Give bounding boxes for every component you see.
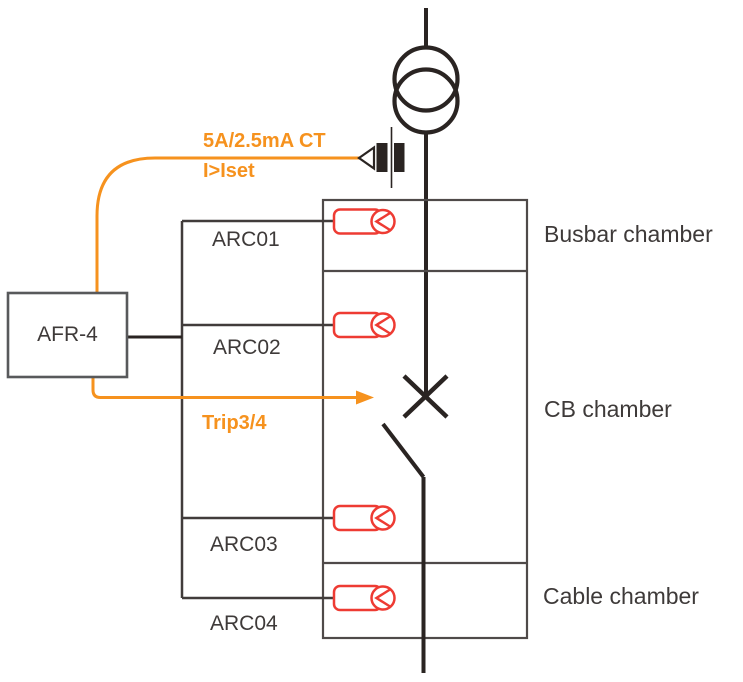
ct-measuring-wire [95,156,360,293]
arc-sensor-icon-1 [332,208,396,235]
sensor-label-arc04: ARC04 [210,612,278,635]
arc-sensor-icon-3 [332,504,396,532]
sensor-label-arc02: ARC02 [213,336,281,359]
ct-ratio-label: 5A/2.5mA CT [203,130,326,152]
trip-command-wire [91,377,374,405]
trip-label: Trip3/4 [202,412,267,434]
sensor-label-arc01: ARC01 [212,228,280,251]
ct-coupler-icon [357,127,405,188]
arc-sensor-icon-4 [332,584,396,612]
busbar-chamber-label: Busbar chamber [544,221,713,247]
sensor-label-arc03: ARC03 [210,533,278,556]
cable-chamber-label: Cable chamber [543,583,699,609]
arc-wiring-ladder [127,219,335,600]
relay-label: AFR-4 [37,323,98,346]
breaker-x-icon [402,374,449,419]
switch-icon [381,422,426,479]
relay-box [6,291,129,379]
trip-arrow-icon [356,390,374,405]
ct-condition-label: I>Iset [203,160,255,182]
cb-chamber-label: CB chamber [544,396,672,422]
transformer-icon [392,45,460,135]
arc-sensor-icon-2 [332,311,396,339]
